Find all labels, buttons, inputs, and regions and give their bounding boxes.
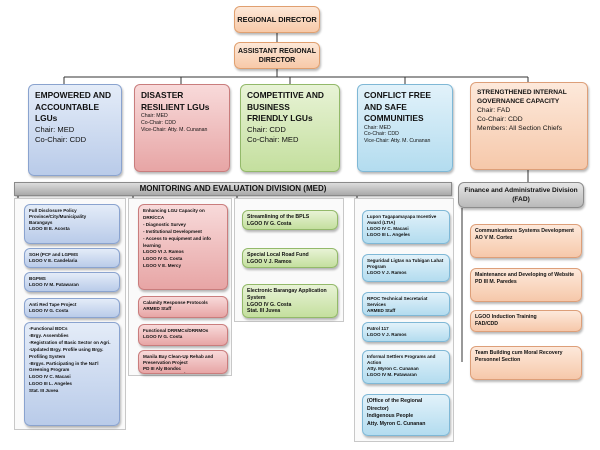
program-text: LGOO Induction Training FAD/CDD <box>475 314 537 327</box>
fad-division-box: Finance and Administrative Division (FAD… <box>458 182 584 208</box>
program-text: (Office of the Regional Director) Indige… <box>367 398 426 427</box>
program-text: Patrol 117 LGOO V J. Ramos <box>367 326 407 337</box>
cluster-empowered: EMPOWERED AND ACCOUNTABLE LGUs Chair: ME… <box>28 84 122 176</box>
program-text: -Functional BDCs -Brgy. Assemblies -Regi… <box>29 326 111 394</box>
program-text: Seguridad Ligtas na Tubigan Lahat Progra… <box>367 258 444 275</box>
program-box: Maintenance and Developing of Website PD… <box>470 268 582 302</box>
program-box: (Office of the Regional Director) Indige… <box>362 394 450 436</box>
program-text: RPOC Technical Secretariat Services ARME… <box>367 296 428 313</box>
assistant-director-box: ASSISTANT REGIONAL DIRECTOR <box>234 42 320 69</box>
program-text: Streamlining of the BPLS LGOO IV G. Cost… <box>247 214 310 227</box>
program-text: Anti Red Tape Project LGOO IV G. Costa <box>29 302 77 313</box>
cluster-title: EMPOWERED AND ACCOUNTABLE LGUs <box>35 90 111 123</box>
program-box: RPOC Technical Secretariat Services ARME… <box>362 292 450 316</box>
cluster-chair: Chair: FAD <box>477 107 511 114</box>
program-text: Communications Systems Development AO V … <box>475 228 574 241</box>
program-text: Manila Bay Clean-Up Rehab and Preservati… <box>143 354 214 373</box>
program-box: Calamity Response Protocols ARMED Staff <box>138 296 228 318</box>
program-box: Anti Red Tape Project LGOO IV G. Costa <box>24 298 120 318</box>
cluster-title: CONFLICT FREE AND SAFE COMMUNITIES <box>364 90 431 123</box>
program-text: Lupon Tagapamayapa Incentive Award (LTIA… <box>367 214 437 237</box>
program-text: Enhancing LGU Capacity on DRR/CCA - Diag… <box>143 208 211 269</box>
cluster-governance: STRENGTHENED INTERNAL GOVERNANCE CAPACIT… <box>470 82 588 170</box>
cluster-vicechair: Vice-Chair: Atty. M. Cunanan <box>364 138 431 145</box>
program-box: Communications Systems Development AO V … <box>470 224 582 258</box>
cluster-vicechair: Vice-Chair: Atty. M. Cunanan <box>141 126 208 133</box>
cluster-cochair: Co-Chair: CDD <box>477 116 523 123</box>
cluster-conflict: CONFLICT FREE AND SAFE COMMUNITIES Chair… <box>357 84 453 172</box>
med-division-label: MONITORING AND EVALUATION DIVISION (MED) <box>139 184 327 193</box>
cluster-title: DISASTER RESILIENT LGUs <box>141 90 210 112</box>
cluster-cochair: Co-Chair: CDD <box>35 135 87 144</box>
program-text: Electronic Barangay Application System L… <box>247 288 327 315</box>
program-box: Seguridad Ligtas na Tubigan Lahat Progra… <box>362 254 450 282</box>
program-box: Lupon Tagapamayapa Incentive Award (LTIA… <box>362 210 450 244</box>
program-box: BGPMS LGOO IV M. Patawaran <box>24 272 120 292</box>
program-text: Special Local Road Fund LGOO V J. Ramos <box>247 252 309 265</box>
assistant-director-label: ASSISTANT REGIONAL DIRECTOR <box>237 47 317 64</box>
program-box: Patrol 117 LGOO V J. Ramos <box>362 322 450 342</box>
cluster-cochair: Co-Chair: MED <box>247 135 299 144</box>
program-text: Functional DRRMCs/DRRMOs LGOO IV G. Cost… <box>143 328 209 339</box>
program-box: Full Disclosure Policy Province/City/Mun… <box>24 204 120 244</box>
program-text: BGPMS LGOO IV M. Patawaran <box>29 276 79 287</box>
program-box: Informal Settlers Programs and Action At… <box>362 350 450 384</box>
program-box: SGH (PCF and LGPMS LGOO V E. Candelaria <box>24 248 120 268</box>
regional-director-label: REGIONAL DIRECTOR <box>237 15 317 24</box>
program-box: Manila Bay Clean-Up Rehab and Preservati… <box>138 350 228 374</box>
cluster-cochair: Co-Chair: CDD <box>364 131 399 138</box>
program-box: Streamlining of the BPLS LGOO IV G. Cost… <box>242 210 338 230</box>
regional-director-box: REGIONAL DIRECTOR <box>234 6 320 33</box>
fad-division-label: Finance and Administrative Division (FAD… <box>464 187 578 203</box>
program-box: Electronic Barangay Application System L… <box>242 284 338 318</box>
med-division-bar: MONITORING AND EVALUATION DIVISION (MED) <box>14 182 452 196</box>
cluster-competitive: COMPETITIVE AND BUSINESS FRIENDLY LGUs C… <box>240 84 340 172</box>
program-box: -Functional BDCs -Brgy. Assemblies -Regi… <box>24 322 120 426</box>
program-text: SGH (PCF and LGPMS LGOO V E. Candelaria <box>29 252 79 263</box>
program-box: Team Building cum Moral Recovery Personn… <box>470 346 582 380</box>
program-text: Calamity Response Protocols ARMED Staff <box>143 300 208 311</box>
cluster-cochair: Co-Chair: CDD <box>141 119 176 126</box>
program-text: Full Disclosure Policy Province/City/Mun… <box>29 208 87 231</box>
program-box: Special Local Road Fund LGOO V J. Ramos <box>242 248 338 268</box>
program-box: Enhancing LGU Capacity on DRR/CCA - Diag… <box>138 204 228 290</box>
cluster-chair: Chair: CDD <box>247 124 286 134</box>
program-text: Maintenance and Developing of Website PD… <box>475 272 575 285</box>
cluster-title: COMPETITIVE AND BUSINESS FRIENDLY LGUs <box>247 90 324 123</box>
program-box: Functional DRRMCs/DRRMOs LGOO IV G. Cost… <box>138 324 228 346</box>
cluster-disaster: DISASTER RESILIENT LGUs Chair: MED Co-Ch… <box>134 84 230 172</box>
cluster-chair: Chair: MED <box>35 124 75 134</box>
cluster-members: Members: All Section Chiefs <box>477 125 562 132</box>
program-text: Informal Settlers Programs and Action At… <box>367 354 436 377</box>
cluster-title: STRENGTHENED INTERNAL GOVERNANCE CAPACIT… <box>477 89 567 105</box>
cluster-chair: Chair: MED <box>364 124 391 131</box>
program-text: Team Building cum Moral Recovery Personn… <box>475 350 563 363</box>
cluster-chair: Chair: MED <box>141 113 168 119</box>
program-box: LGOO Induction Training FAD/CDD <box>470 310 582 332</box>
